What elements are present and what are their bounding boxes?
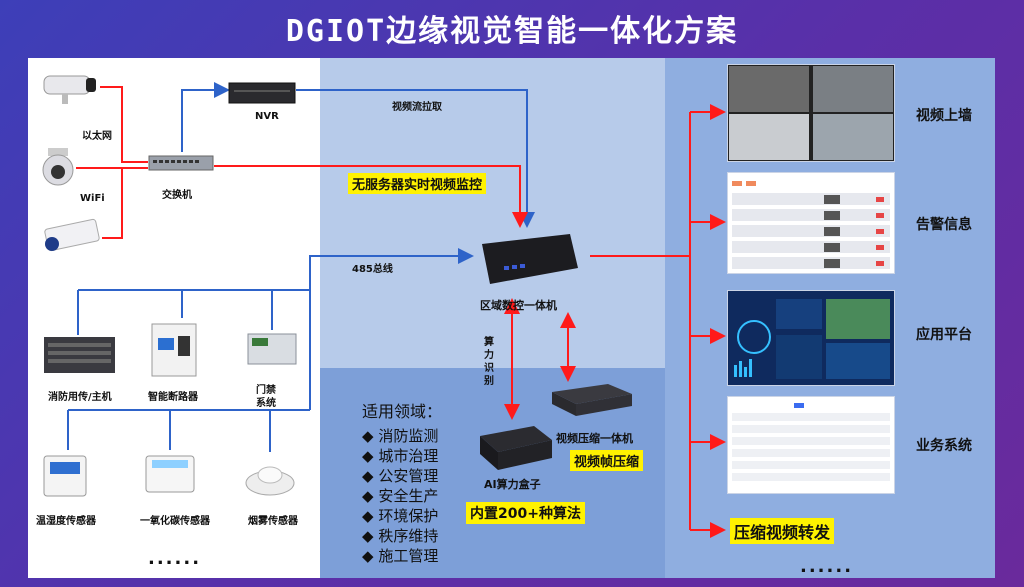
smart-breaker-icon xyxy=(151,323,197,377)
fire-host-label: 消防用传/主机 xyxy=(48,392,112,403)
bullet-camera-icon xyxy=(43,75,96,104)
co-sensor-label: 一氧化碳传感器 xyxy=(140,516,210,527)
wifi-label: WiFi xyxy=(80,193,105,204)
app-platform-screenshot xyxy=(727,290,895,386)
edge-controller-icon xyxy=(482,234,578,284)
domain-item: ◆ 城市治理 xyxy=(362,447,439,465)
line-485-bus xyxy=(309,248,474,410)
ai-box-icon xyxy=(480,426,552,470)
switch-label: 交换机 xyxy=(162,190,192,201)
alarm-label: 告警信息 xyxy=(916,217,972,233)
smoke-sensor-label: 烟雾传感器 xyxy=(248,516,298,527)
domain-item: ◆ 消防监测 xyxy=(362,427,439,445)
nvr-label: NVR xyxy=(255,111,279,122)
domain-item: ◆ 施工管理 xyxy=(362,547,439,565)
alarm-info-screenshot xyxy=(727,172,895,274)
serverless-highlight: 无服务器实时视频监控 xyxy=(348,173,487,194)
compress-box-label: 视频压缩一体机 xyxy=(556,432,633,445)
app-platform-label: 应用平台 xyxy=(916,327,972,343)
domains-title: 适用领域： xyxy=(362,402,443,421)
edge-box-label: 区域数控一体机 xyxy=(480,299,557,312)
network-switch-icon xyxy=(148,155,214,171)
domain-item: ◆ 公安管理 xyxy=(362,467,439,485)
video-wall-screenshot xyxy=(727,64,895,162)
domain-item: ◆ 安全生产 xyxy=(362,487,439,505)
ethernet-label: 以太网 xyxy=(82,131,112,142)
page-title: DGIOT边缘视觉智能一体化方案 xyxy=(285,14,739,49)
business-system-screenshot xyxy=(727,396,895,494)
fire-host-icon xyxy=(44,337,115,373)
box-camera-icon xyxy=(44,218,100,252)
line-nvr-edge xyxy=(296,89,535,228)
domains-list: 适用领域： ◆ 消防监测 ◆ 城市治理 ◆ 公安管理 ◆ 安全生产 ◆ 环境保护… xyxy=(362,398,442,566)
line-switch-nvr xyxy=(181,82,230,152)
door-control-icon xyxy=(247,333,297,365)
ai-box-label: AI算力盒子 xyxy=(484,478,541,491)
smoke-sensor-icon xyxy=(245,466,295,496)
bus485-label: 485总线 xyxy=(352,264,393,275)
line-cam1-switch xyxy=(100,86,148,163)
forward-highlight: 压缩视频转发 xyxy=(730,518,835,544)
business-label: 业务系统 xyxy=(916,438,972,454)
domain-item: ◆ 环境保护 xyxy=(362,507,439,525)
algorithms-highlight: 内置200+种算法 xyxy=(466,502,585,524)
frame-compress-highlight: 视频帧压缩 xyxy=(570,450,644,471)
line-cam3-switch xyxy=(102,168,123,239)
temp-humidity-label: 温湿度传感器 xyxy=(36,516,96,527)
line-switch-edge xyxy=(214,165,528,228)
temp-humidity-sensor-icon xyxy=(43,455,87,497)
dome-camera-icon xyxy=(42,148,74,186)
domain-item: ◆ 秩序维持 xyxy=(362,527,439,545)
compute-recog-label: 算力识别 xyxy=(484,337,494,387)
co-sensor-icon xyxy=(145,455,195,493)
edge-panel xyxy=(320,58,665,368)
outputs-more: ...... xyxy=(800,556,854,577)
smart-breaker-label: 智能断路器 xyxy=(148,392,198,403)
devices-more: ...... xyxy=(148,548,202,569)
nvr-icon xyxy=(228,82,296,104)
compression-box-icon xyxy=(552,384,632,416)
stream-pull-label: 视频流拉取 xyxy=(392,102,442,113)
video-wall-label: 视频上墙 xyxy=(916,108,972,124)
door-system-label: 门禁系统 xyxy=(256,385,276,409)
